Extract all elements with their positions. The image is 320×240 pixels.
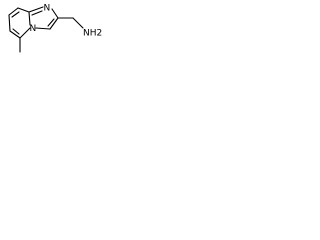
atom-label-n4: N: [30, 24, 37, 34]
bond-n4-c5: [19, 27, 31, 39]
bond-c2-c3: [49, 17, 59, 30]
bond-c2-c3-inner: [47, 18, 55, 27]
atom-label-nh2: NH2: [83, 29, 102, 39]
bond-c5-c6-inner: [12, 28, 20, 35]
atom-label-n1: N: [44, 4, 51, 14]
bond-c6-c7: [8, 14, 11, 32]
bond-n1-c2: [51, 8, 59, 19]
bond-c8a-n1: [28, 6, 44, 13]
structure-canvas: N N NH2: [0, 0, 116, 65]
bond-c3-n4: [35, 27, 51, 30]
bond-c8a-n1-inner: [31, 10, 43, 16]
bond-c8a-n4: [28, 11, 31, 26]
bond-c7-c8-inner: [11, 11, 20, 18]
bond-c8-c8a: [17, 7, 30, 13]
molecule-structure: N N NH2: [8, 4, 102, 53]
bond-c5-c6: [9, 30, 21, 39]
bond-ch2-nh2: [72, 17, 84, 29]
bond-c7-c8: [8, 7, 19, 16]
